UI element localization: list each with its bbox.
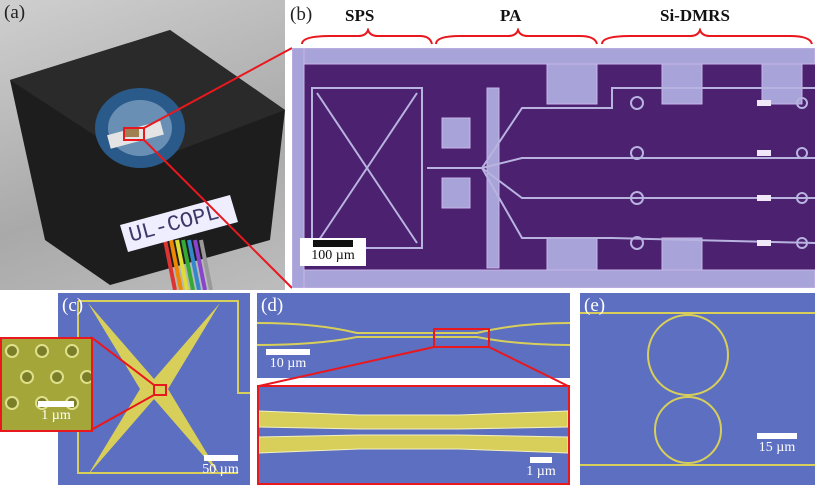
- scale-bar-text: 50 µm: [202, 462, 239, 477]
- scale-bar-text: 1 µm: [41, 408, 71, 423]
- packaged-device-illustration: [10, 30, 285, 291]
- scale-bar-line: [313, 240, 353, 247]
- scale-bar-text: 100 µm: [311, 248, 355, 263]
- panel-e-label: (e): [584, 295, 606, 316]
- scale-bar-line: [38, 401, 74, 407]
- coupled-waveguides-zoom: [259, 410, 568, 454]
- section-pa: PA: [500, 6, 522, 25]
- panel-d-sem: (d) 10 µm: [256, 293, 571, 378]
- panel-a-label: (a): [4, 2, 26, 23]
- pa-waveguide-illustration: [256, 322, 571, 348]
- inset-c-scale-bar: 1 µm: [36, 401, 76, 424]
- panel-d-label: (d): [261, 295, 284, 316]
- panel-b-label: (b): [290, 4, 313, 25]
- double-ring-resonator-illustration: [580, 312, 815, 466]
- panel-c-scale-bar: 50 µm: [198, 455, 243, 478]
- section-si-dmrs: Si-DMRS: [660, 6, 730, 25]
- panel-e-sem: (e) 15 µm: [580, 293, 815, 485]
- panel-c-inset: 1 µm: [0, 337, 93, 432]
- panel-c-label: (c): [62, 295, 84, 316]
- panel-d-inset: 1 µm: [257, 385, 570, 485]
- scale-bar-line: [266, 349, 310, 355]
- scale-bar-line: [203, 455, 238, 461]
- panel-d-scale-bar: 10 µm: [263, 349, 313, 372]
- inset-d-scale-bar: 1 µm: [521, 457, 561, 480]
- panel-a-photo: UL-COPL (a): [0, 0, 285, 291]
- section-brackets: [301, 28, 813, 45]
- section-sps: SPS: [345, 6, 375, 25]
- chip-layout-illustration: [292, 48, 815, 288]
- panel-b-micrograph: 100 µm: [292, 48, 815, 288]
- scale-bar-line: [530, 457, 552, 463]
- panel-b-scale-bar: 100 µm: [300, 238, 366, 266]
- scale-bar-text: 1 µm: [526, 464, 556, 479]
- panel-e-scale-bar: 15 µm: [752, 433, 802, 456]
- scale-bar-line: [757, 433, 797, 439]
- scale-bar-text: 15 µm: [758, 440, 796, 455]
- scale-bar-text: 10 µm: [269, 356, 307, 371]
